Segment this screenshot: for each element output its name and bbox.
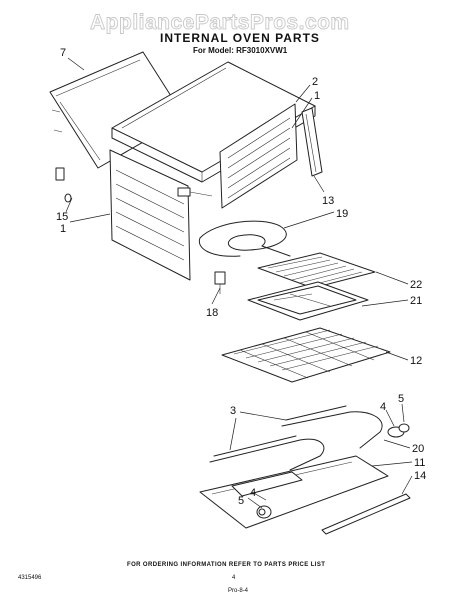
part-number: 4315496 [18, 575, 42, 581]
callout-19: 19 [336, 208, 348, 220]
callout-3: 3 [230, 405, 236, 417]
right-side-panel-drawing [219, 103, 298, 209]
signature: Pro-8-4 [228, 588, 249, 594]
oven-cavity-top-drawing [111, 61, 316, 183]
callout-4-upper: 4 [380, 401, 386, 413]
callout-5-upper: 5 [398, 393, 404, 405]
callout-18: 18 [206, 307, 218, 319]
callout-7: 7 [60, 47, 66, 59]
broil-pan-grid-drawing [257, 252, 376, 289]
callout-4-lower: 4 [250, 487, 256, 499]
ordering-note: FOR ORDERING INFORMATION REFER TO PARTS … [127, 562, 325, 568]
side-trim-drawing [301, 107, 323, 177]
oven-rack-drawing [221, 327, 391, 383]
diagram-title: INTERNAL OVEN PARTS [160, 31, 320, 45]
callout-22: 22 [410, 279, 422, 291]
leader-lines [65, 57, 413, 509]
callout-2: 2 [312, 76, 318, 88]
model-line: For Model: RF3010XVW1 [193, 46, 288, 55]
lower-socket-drawing [256, 505, 272, 519]
page-number: 4 [232, 575, 236, 581]
bracket-drawing [214, 271, 226, 294]
callout-labels: 7 2 1 13 15 1 19 18 22 21 12 3 5 4 20 11… [56, 47, 426, 507]
callout-11: 11 [414, 457, 425, 469]
bake-element-drawing [209, 405, 410, 471]
watermark-text: AppliancePartsPros.com [90, 11, 350, 34]
callout-14: 14 [414, 470, 426, 482]
oven-bottom-drawing [199, 455, 389, 529]
callout-15: 15 [56, 211, 68, 223]
callout-1-right: 1 [314, 90, 320, 102]
broil-element-drawing [177, 187, 291, 257]
callout-21: 21 [410, 295, 422, 307]
broil-pan-drawing [247, 281, 369, 321]
callout-20: 20 [412, 443, 424, 455]
callout-12: 12 [410, 355, 422, 367]
callout-1-left: 1 [60, 223, 66, 235]
left-side-panel-drawing [109, 149, 191, 281]
callout-5-lower: 5 [238, 495, 244, 507]
callout-13: 13 [322, 195, 334, 207]
trim-strip-drawing [321, 493, 411, 535]
